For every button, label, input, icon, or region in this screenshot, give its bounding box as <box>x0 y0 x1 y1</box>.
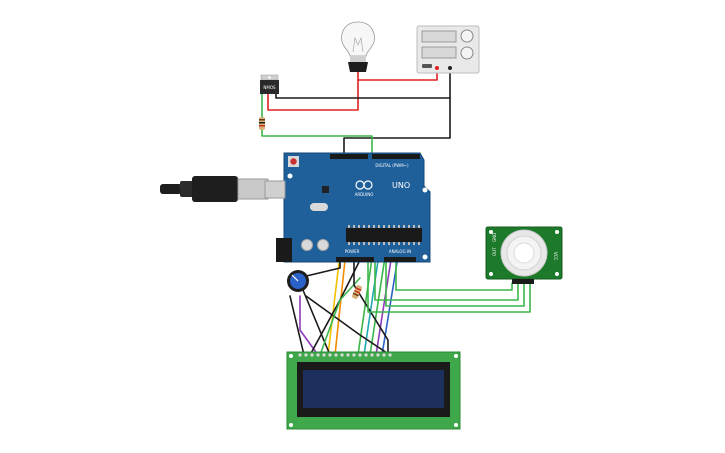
digital-header-label: DIGITAL (PWM~) <box>375 163 409 168</box>
wire-red-supply-nmos[interactable] <box>267 79 359 111</box>
pir-pin-vcc: VCC <box>553 252 558 261</box>
arduino-uno[interactable]: ARDUINO UNO DIGITAL (PWM~) POWER ANALOG … <box>264 152 431 263</box>
light-bulb[interactable] <box>341 21 375 72</box>
gate-resistor[interactable] <box>259 117 265 130</box>
power-header-label: POWER <box>345 249 360 254</box>
backlight-resistor[interactable] <box>351 284 363 299</box>
wire-black-cross-1[interactable] <box>305 295 391 356</box>
pir-pin-gnd: GND <box>492 233 497 242</box>
lcd-display[interactable] <box>286 351 461 430</box>
power-jack[interactable] <box>276 238 292 262</box>
microcontroller-chip <box>346 228 422 242</box>
arduino-logo-icon <box>355 180 373 190</box>
lcd-pin-header <box>298 353 392 357</box>
wire-black-pot-lcd[interactable] <box>289 295 305 356</box>
wire-green-pir-2[interactable] <box>385 259 525 307</box>
wire-black-cross-2[interactable] <box>309 259 361 356</box>
analog-header-label: ANALOG IN <box>389 249 411 254</box>
lcd-screen <box>303 370 444 408</box>
arduino-brand: ARDUINO <box>355 192 374 197</box>
wire-green-pir-3[interactable] <box>395 259 513 291</box>
nmos-transistor[interactable]: NMOS <box>260 74 279 94</box>
wire-green-gate[interactable] <box>261 92 373 156</box>
wire-green-pir-4[interactable] <box>367 259 531 313</box>
potentiometer[interactable] <box>287 270 309 292</box>
pir-sensor[interactable]: VCC OUT GND <box>485 226 563 284</box>
power-supply[interactable] <box>416 25 480 74</box>
wire-purple-pot[interactable] <box>299 295 319 356</box>
negative-terminal[interactable] <box>448 66 452 70</box>
wire-green-pir-1[interactable] <box>374 259 519 301</box>
wire-red-supply-bulb[interactable] <box>357 69 438 81</box>
wire-black-supply-nmos[interactable] <box>275 69 451 99</box>
positive-terminal[interactable] <box>435 66 439 70</box>
wire-black-supply-gnd[interactable] <box>343 97 451 156</box>
arduino-model: UNO <box>392 181 410 190</box>
usb-cable[interactable] <box>160 176 269 202</box>
voltage-knob[interactable] <box>460 29 474 43</box>
wire-black-gnd-lcd[interactable] <box>297 259 341 356</box>
pir-pin-out: OUT <box>492 247 497 256</box>
current-knob[interactable] <box>460 46 474 60</box>
nmos-label: NMOS <box>263 85 276 90</box>
